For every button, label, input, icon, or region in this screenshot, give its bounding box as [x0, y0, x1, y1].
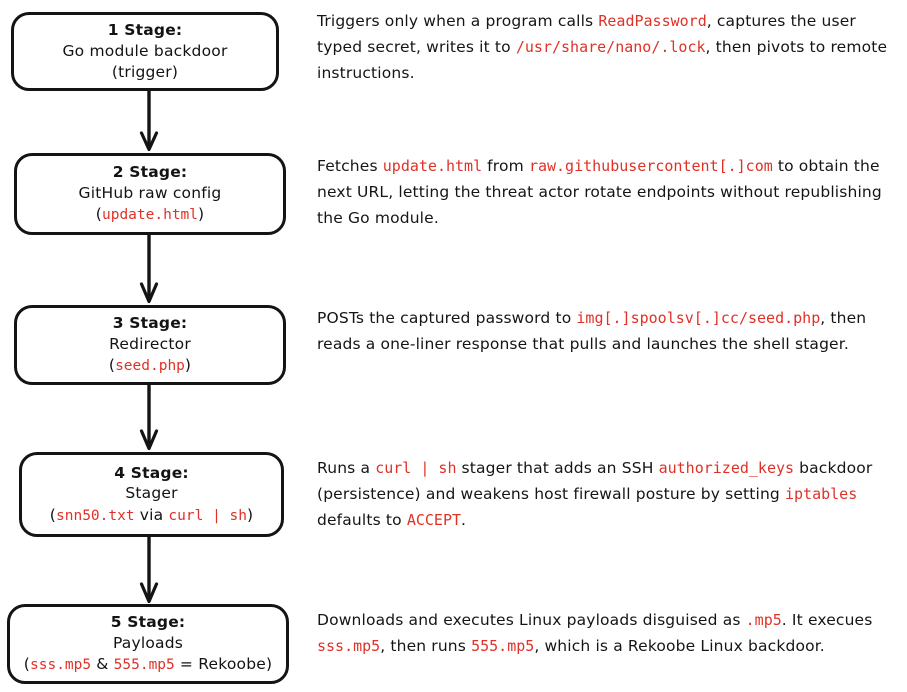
- stage-1-line-3: (trigger): [112, 62, 178, 83]
- code-token: update.html: [382, 157, 483, 175]
- code-token: update.html: [101, 207, 199, 224]
- stage-4-line-3: (snn50.txt via curl | sh): [50, 505, 254, 526]
- code-token: iptables: [784, 485, 858, 503]
- text-run: (: [95, 205, 102, 224]
- text-run: = Rekoobe): [174, 655, 273, 674]
- stage-2-line-2: GitHub raw config: [78, 183, 222, 202]
- text-run: stager that adds an SSH: [456, 459, 659, 477]
- stage-5-description: Downloads and executes Linux payloads di…: [317, 607, 903, 659]
- text-run: , then reads a one-liner response that p…: [317, 309, 867, 353]
- code-token: curl | sh: [168, 507, 247, 524]
- text-run: &: [91, 655, 114, 674]
- text-run: Downloads and executes Linux payloads di…: [317, 611, 746, 629]
- text-run: , then runs: [380, 637, 472, 655]
- text-run: via: [134, 505, 169, 524]
- stage-5-line-3: (sss.mp5 & 555.mp5 = Rekoobe): [24, 654, 272, 675]
- code-token: 555.mp5: [471, 637, 535, 655]
- text-run: .: [461, 511, 467, 529]
- stage-4-line-1: 4 Stage:: [114, 463, 189, 482]
- stage-4-line-2: Stager: [125, 484, 178, 503]
- stage-2-line-3: (update.html): [96, 204, 205, 225]
- code-token: img[.]spoolsv[.]cc/seed.php: [576, 309, 821, 327]
- text-run: backdoor (persistence) and weakens host …: [317, 459, 873, 503]
- connector-stage-4-to-5: [139, 535, 159, 605]
- code-token: /usr/share/nano/.lock: [515, 38, 706, 56]
- text-run: from: [482, 157, 529, 175]
- code-token: sss.mp5: [30, 657, 92, 674]
- code-token: 555.mp5: [113, 657, 175, 674]
- stage-3-line-3: (seed.php): [109, 355, 191, 376]
- stage-4-description: Runs a curl | sh stager that adds an SSH…: [317, 455, 903, 533]
- code-token: raw.githubusercontent[.]com: [528, 157, 773, 175]
- connector-stage-2-to-3: [139, 233, 159, 305]
- stage-3-description: POSTs the captured password to img[.]spo…: [317, 305, 903, 357]
- stage-box-2[interactable]: 2 Stage: GitHub raw config (update.html): [14, 153, 286, 235]
- code-token: authorized_keys: [658, 459, 795, 477]
- stage-2-line-1: 2 Stage:: [112, 163, 188, 182]
- stage-3-line-2: Redirector: [109, 334, 191, 353]
- connector-stage-3-to-4: [139, 383, 159, 452]
- text-run: Runs a: [317, 459, 376, 477]
- text-run: ): [198, 205, 205, 224]
- text-run: to obtain the next URL, letting the thre…: [317, 157, 882, 227]
- text-run: . It execues: [781, 611, 873, 629]
- stage-1-description: Triggers only when a program calls ReadP…: [317, 8, 903, 86]
- text-run: defaults to: [317, 511, 407, 529]
- stage-3-line-1: 3 Stage:: [112, 314, 188, 333]
- text-run: (: [23, 655, 30, 674]
- text-run: , which is a Rekoobe Linux backdoor.: [534, 637, 825, 655]
- code-token: .mp5: [745, 611, 782, 629]
- text-run: (: [108, 356, 116, 375]
- stage-1-line-1: 1 Stage:: [107, 21, 183, 40]
- stage-5-line-2: Payloads: [112, 633, 184, 652]
- stage-box-4[interactable]: 4 Stage: Stager (snn50.txt via curl | sh…: [19, 452, 284, 537]
- stage-box-5[interactable]: 5 Stage: Payloads (sss.mp5 & 555.mp5 = R…: [7, 604, 289, 684]
- stage-1-line-2: Go module backdoor: [62, 41, 228, 60]
- stage-box-1[interactable]: 1 Stage: Go module backdoor (trigger): [11, 12, 279, 91]
- code-token: sss.mp5: [317, 637, 381, 655]
- stage-box-3[interactable]: 3 Stage: Redirector (seed.php): [14, 305, 286, 385]
- stage-2-description: Fetches update.html from raw.githubuserc…: [317, 153, 903, 231]
- code-token: seed.php: [115, 358, 185, 375]
- code-token: snn50.txt: [56, 507, 135, 524]
- text-run: ): [247, 505, 254, 524]
- text-run: (trigger): [111, 63, 179, 82]
- text-run: (: [49, 505, 56, 524]
- text-run: , then pivots to remote instructions.: [317, 38, 888, 82]
- text-run: Fetches: [317, 157, 383, 175]
- code-token: ACCEPT: [406, 511, 462, 529]
- connector-stage-1-to-2: [139, 89, 159, 153]
- text-run: Triggers only when a program calls: [317, 12, 599, 30]
- code-token: curl | sh: [375, 459, 457, 477]
- text-run: POSTs the captured password to: [317, 309, 577, 327]
- stage-5-line-1: 5 Stage:: [110, 613, 186, 632]
- text-run: , captures the user typed secret, writes…: [317, 12, 856, 56]
- code-token: ReadPassword: [598, 12, 707, 30]
- text-run: ): [184, 356, 192, 375]
